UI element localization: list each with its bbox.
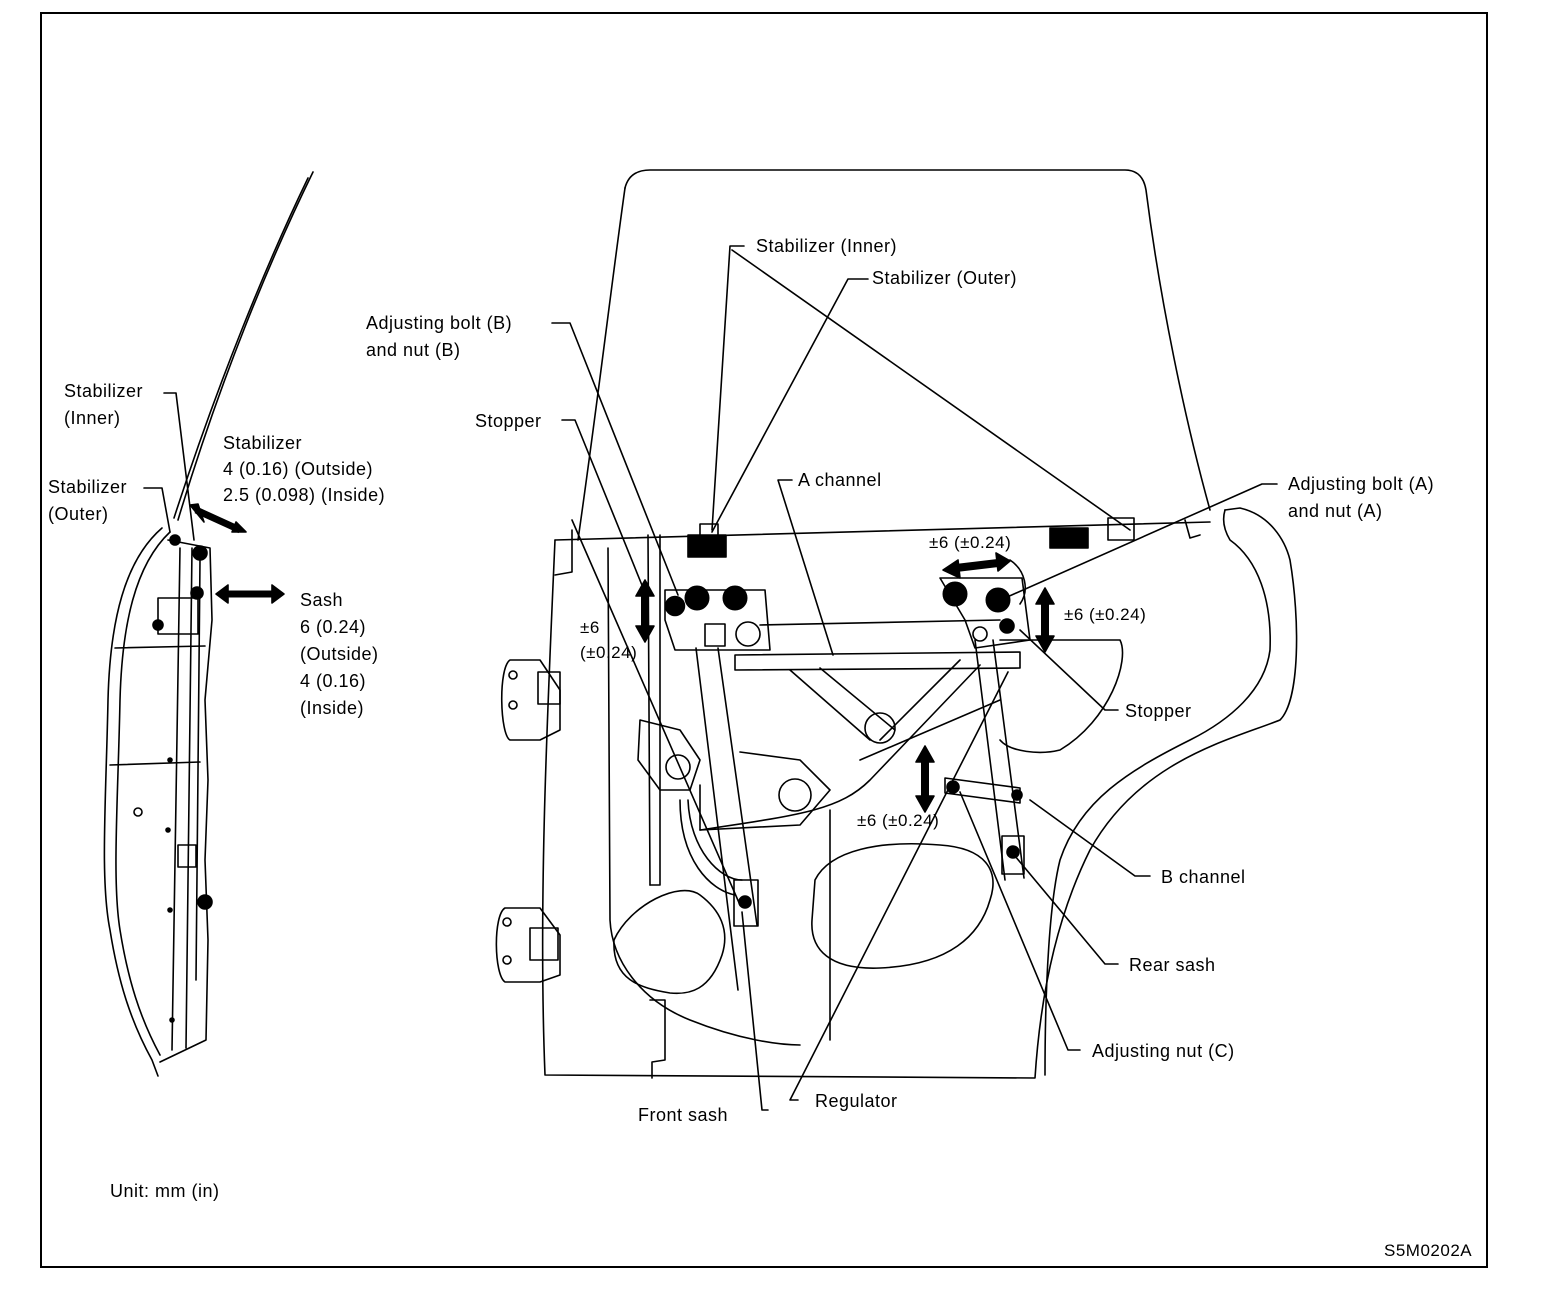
rear-sash-label: Rear sash (1129, 955, 1216, 975)
door-assembly-view (495, 169, 1298, 1111)
regulator-label: Regulator (815, 1091, 898, 1111)
figure-frame (40, 12, 1488, 1268)
stopper-right-label: Stopper (1125, 701, 1192, 721)
tolerance-rear-vertical: ±6 (±0.24) (1064, 605, 1147, 624)
stabilizer-outer-label: Stabilizer (Outer) (872, 268, 1018, 288)
tolerance-regulator: ±6 (±0.24) (857, 811, 940, 830)
stabilizer-inner-label-left: Stabilizer (Inner) (64, 381, 144, 428)
a-channel-label: A channel (798, 470, 882, 490)
unit-note: Unit: mm (in) (110, 1181, 220, 1201)
sash-clearance-spec: Sash 6 (0.24) (Outside) 4 (0.16) (Inside… (300, 590, 379, 718)
stabilizer-inner-label: Stabilizer (Inner) (756, 236, 898, 256)
tolerance-front-vertical: ±6 (±0.24) (580, 618, 638, 662)
figure-code: S5M0202A (1384, 1241, 1473, 1260)
adjusting-nut-c-label: Adjusting nut (C) (1092, 1041, 1235, 1061)
stabilizer-clearance-spec: Stabilizer 4 (0.16) (Outside) 2.5 (0.098… (223, 433, 386, 505)
stopper-left-label: Stopper (475, 411, 542, 431)
adjusting-bolt-a-label: Adjusting bolt (A) and nut (A) (1288, 474, 1435, 521)
tolerance-rear-horizontal: ±6 (±0.24) (929, 533, 1012, 552)
b-channel-label: B channel (1161, 867, 1246, 887)
front-sash-label: Front sash (638, 1105, 729, 1125)
adjusting-bolt-b-label: Adjusting bolt (B) and nut (B) (366, 313, 513, 360)
stabilizer-outer-label-left: Stabilizer (Outer) (48, 477, 128, 524)
side-section-view (103, 171, 314, 1077)
